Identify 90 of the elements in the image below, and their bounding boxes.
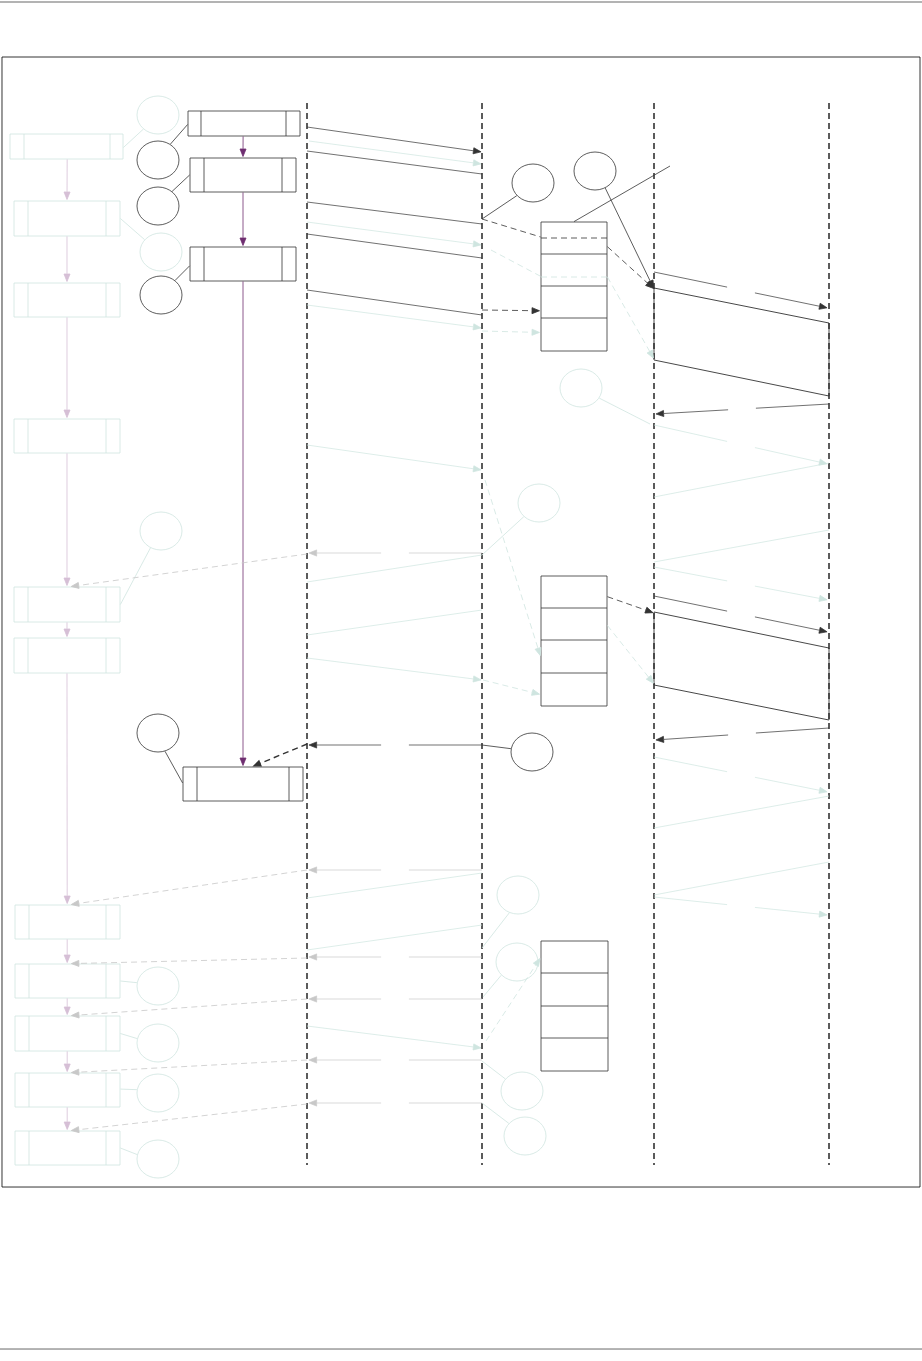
dashed-arrow [482,679,540,696]
leader-line [120,1088,138,1091]
callout-circle [136,713,180,753]
arrow [63,1107,71,1130]
dashed-arrow [70,1059,308,1076]
leader-line [171,174,190,192]
leader-line [174,265,190,281]
dashed-arrow [607,276,654,359]
arrow [63,1051,71,1072]
leader-line [481,912,510,949]
arrow [63,939,71,963]
dashed-arrow [481,307,540,315]
callout-circle [517,483,561,523]
process-box [14,963,121,999]
process-box [14,1015,121,1052]
arrow [63,453,71,586]
activation-band [653,611,830,721]
leader-line [120,1033,138,1039]
arrow [239,192,247,246]
leader-line [481,516,525,556]
process-box [189,246,297,282]
leader-line [169,124,188,145]
arrow [239,136,247,157]
stack-box [540,940,609,1072]
arrow [239,281,247,766]
callout-circle [136,1139,180,1179]
callout-circle [136,1023,180,1063]
dashed-arrow [485,958,541,1042]
leader-line [123,128,144,148]
leader-line [598,397,651,425]
callout-circle [503,1116,547,1156]
arrow [63,236,71,282]
arrow [63,317,71,418]
leader-line [482,974,502,998]
arrow [604,187,654,289]
process-box [13,200,121,237]
process-box [14,904,121,940]
activation-band [653,287,830,397]
arrow [63,998,71,1015]
dashed-arrow [70,869,308,907]
callout-circle [510,732,554,772]
dashed-arrow [484,479,542,656]
process-box [14,1072,121,1108]
leader-line [481,1102,510,1124]
dashed-arrow [70,1103,308,1134]
process-box [189,157,297,193]
dashed-arrow [607,596,654,614]
arrow [63,159,71,200]
callout-circle [136,186,180,226]
process-box [182,766,304,802]
leader-line [481,1060,506,1080]
leader-line [120,547,151,605]
callout-circle [495,942,539,982]
callout-circle [139,232,183,272]
leader-line [120,1147,138,1155]
leader-line [164,750,183,784]
process-box [13,637,121,674]
dashed-arrow [607,246,654,289]
callout-circle [139,511,183,551]
dashed-line [481,218,541,238]
leader-line [481,744,512,750]
callout-circle [139,275,183,315]
stack-box [540,575,608,707]
callout-circle [511,163,555,203]
callout-circle [136,1073,180,1113]
dashed-arrow [481,328,540,336]
process-box [9,133,124,160]
arrow [63,622,71,637]
process-box [14,1130,121,1166]
process-box [13,282,121,318]
leader-line [573,165,671,222]
callout-circle [500,1071,544,1111]
dashed-arrow [71,998,308,1019]
process-box [13,418,121,454]
leader-line [481,195,518,220]
callout-circle [136,140,180,180]
arrow [63,673,71,904]
callout-circle [136,95,180,135]
callout-circle [496,875,540,915]
callout-circle [573,151,617,191]
dashed-arrow [70,957,308,967]
leader-line [120,218,145,240]
stack-box [540,221,608,352]
process-box [13,586,121,623]
callout-circle [136,966,180,1006]
process-box [187,110,301,137]
dashed-line [490,249,541,277]
dashed-arrow [70,553,308,589]
dashed-arrow [607,625,654,684]
callout-circle [559,368,603,408]
